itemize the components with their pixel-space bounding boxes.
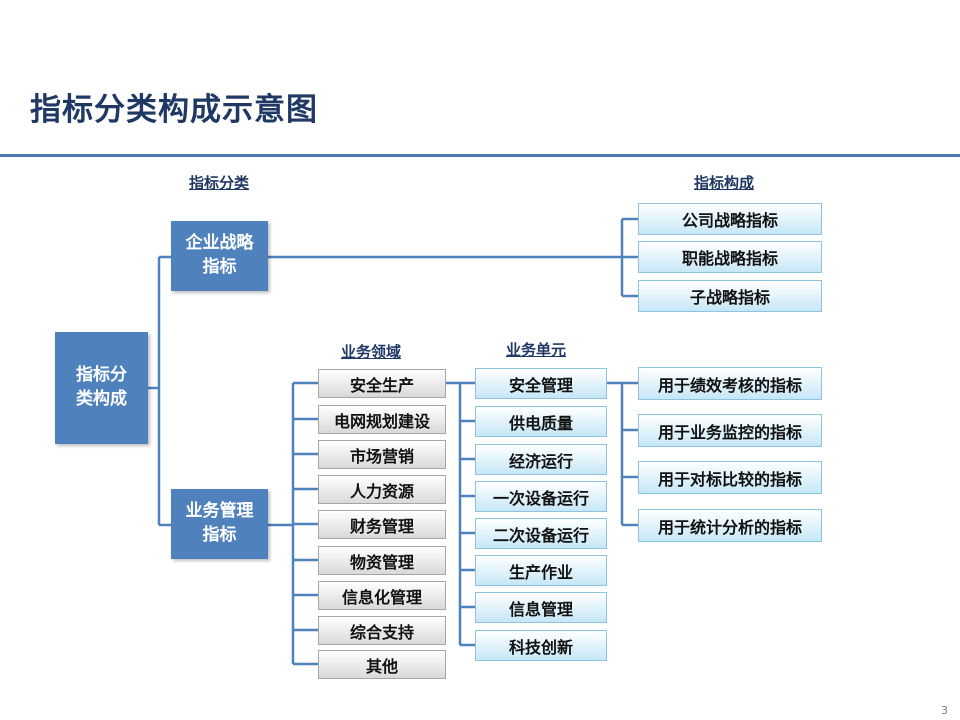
page-number: 3: [941, 704, 948, 717]
business-domain-item: 人力资源: [318, 475, 446, 504]
strategy-item: 子战略指标: [638, 280, 822, 312]
business-unit-item: 生产作业: [475, 555, 607, 586]
purpose-item: 用于业务监控的指标: [638, 414, 822, 447]
header-composition: 指标构成: [694, 174, 755, 192]
business-unit-item: 供电质量: [475, 406, 607, 437]
business-domain-item: 财务管理: [318, 510, 446, 539]
business-unit-item: 一次设备运行: [475, 481, 607, 512]
purpose-item: 用于统计分析的指标: [638, 509, 822, 542]
business-domain-item: 信息化管理: [318, 581, 446, 610]
page-title: 指标分类构成示意图: [30, 92, 318, 128]
root-node: 指标分 类构成: [55, 332, 148, 444]
business-domain-item: 市场营销: [318, 440, 446, 469]
business-domain-item: 综合支持: [318, 616, 446, 645]
management-indicator-node: 业务管理 指标: [171, 489, 268, 559]
strategy-item: 公司战略指标: [638, 203, 822, 235]
title-divider: [0, 154, 960, 157]
business-unit-item: 经济运行: [475, 444, 607, 475]
header-business-unit: 业务单元: [506, 341, 567, 359]
business-domain-item: 安全生产: [318, 369, 446, 398]
header-category: 指标分类: [189, 174, 250, 192]
business-domain-item: 电网规划建设: [318, 405, 446, 434]
business-domain-item: 其他: [318, 650, 446, 679]
business-unit-item: 科技创新: [475, 630, 607, 661]
business-unit-item: 安全管理: [475, 368, 607, 399]
strategy-item: 职能战略指标: [638, 241, 822, 273]
business-unit-item: 信息管理: [475, 592, 607, 623]
header-business-domain: 业务领域: [341, 343, 402, 361]
business-unit-item: 二次设备运行: [475, 518, 607, 549]
purpose-item: 用于绩效考核的指标: [638, 367, 822, 400]
strategy-indicator-node: 企业战略 指标: [171, 221, 268, 291]
business-domain-item: 物资管理: [318, 546, 446, 575]
purpose-item: 用于对标比较的指标: [638, 461, 822, 494]
